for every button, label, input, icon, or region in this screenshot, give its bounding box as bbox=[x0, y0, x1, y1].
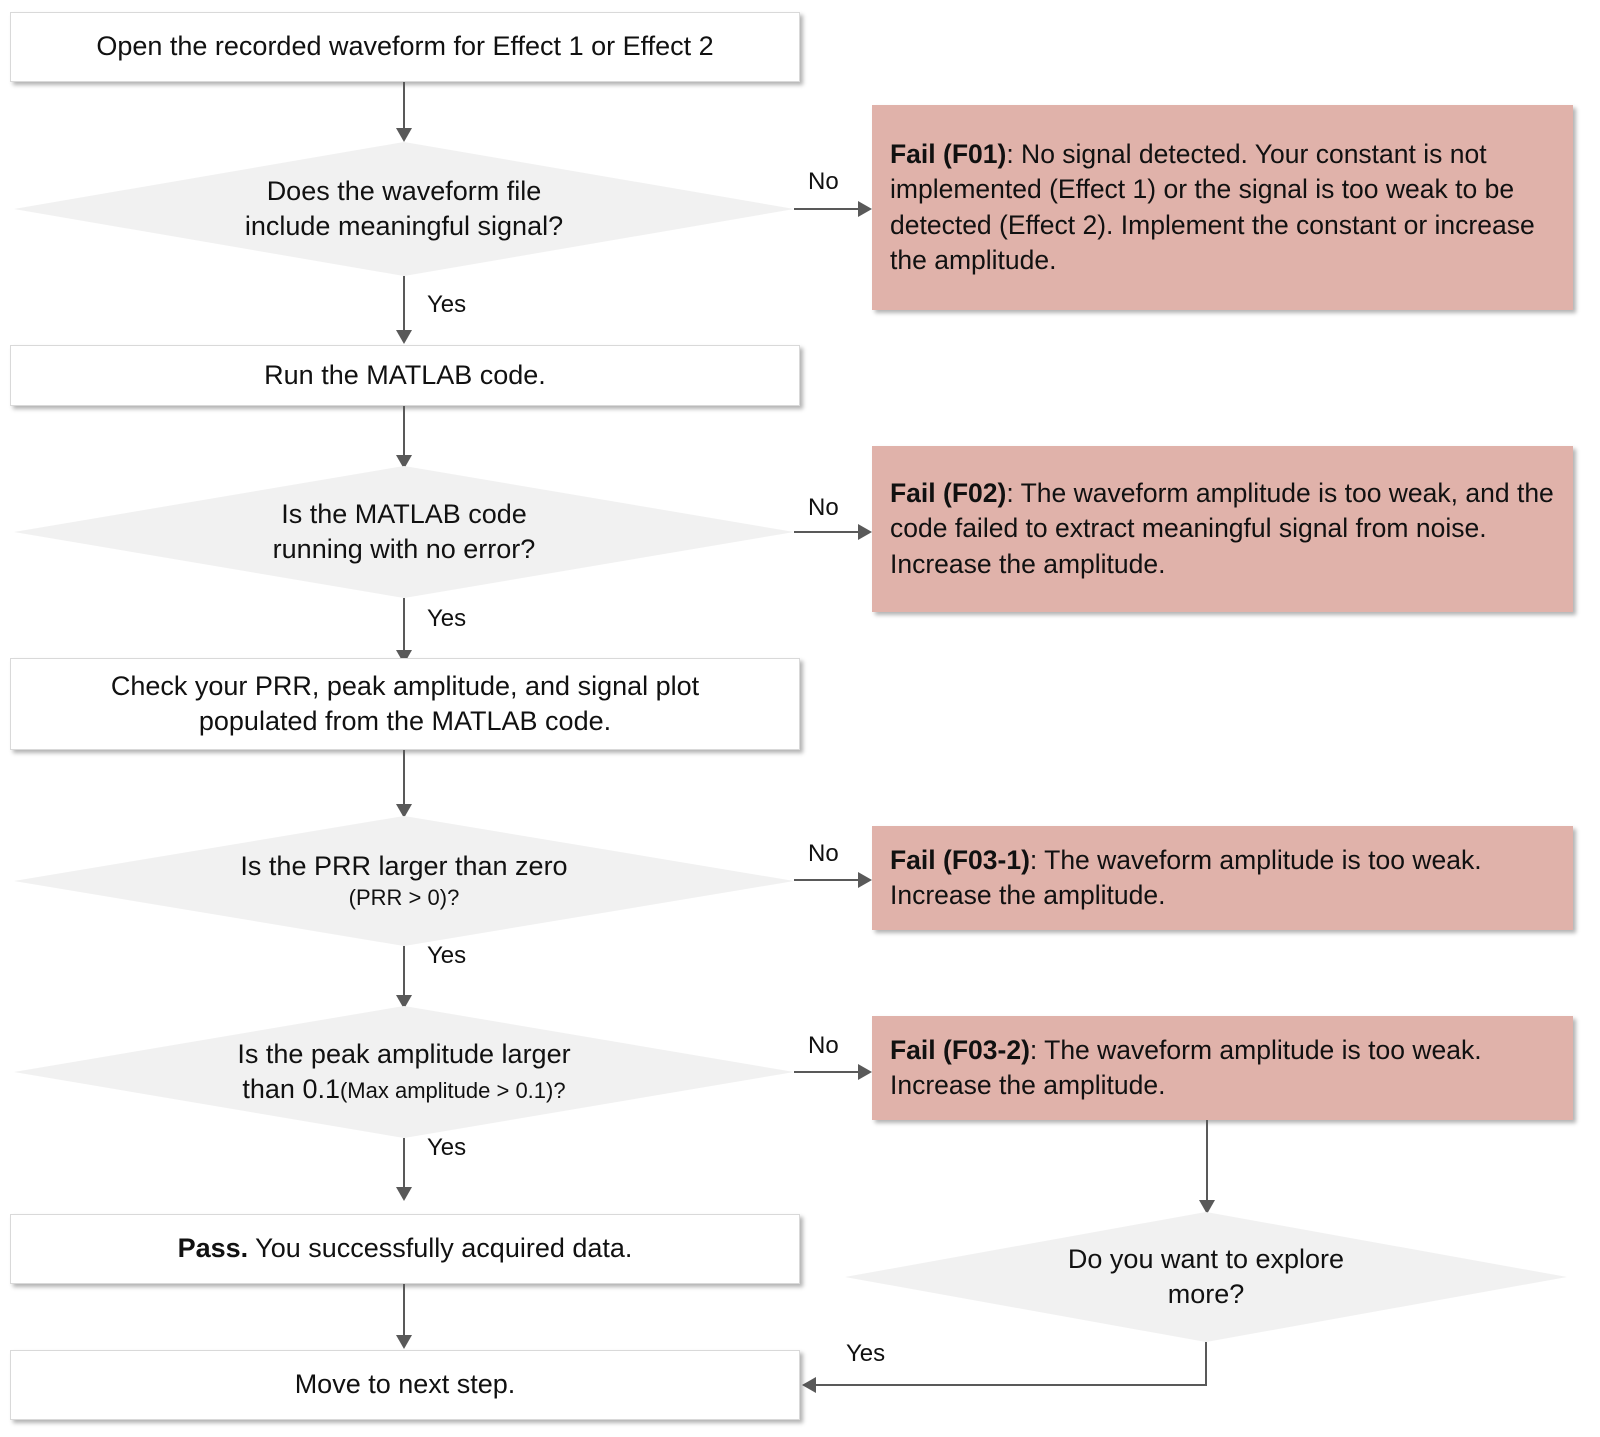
decision-prr-greater-than-zero[interactable]: Is the PRR larger than zero (PRR > 0)? bbox=[14, 816, 794, 946]
node-open-waveform-label: Open the recorded waveform for Effect 1 … bbox=[96, 31, 714, 62]
node-pass-bold: Pass. bbox=[177, 1233, 249, 1264]
arrow-d4-to-f032 bbox=[858, 1064, 872, 1080]
arrow-d2-to-f02 bbox=[858, 524, 872, 540]
decision-meaningful-signal[interactable]: Does the waveform file include meaningfu… bbox=[14, 142, 794, 276]
decision-line-2: more? bbox=[1167, 1279, 1245, 1309]
decision-line-1: Is the MATLAB code bbox=[281, 498, 527, 529]
decision-explore-more[interactable]: Do you want to explore more? bbox=[845, 1212, 1567, 1342]
edge-label-yes-1: Yes bbox=[427, 291, 467, 318]
decision-line-1: Do you want to explore bbox=[1067, 1243, 1345, 1274]
edge-label-yes-5: Yes bbox=[846, 1340, 886, 1367]
arrow-f032-to-d5 bbox=[1199, 1200, 1215, 1214]
decision-peak-amplitude-text: Is the peak amplitude larger than 0.1(Ma… bbox=[237, 1037, 570, 1107]
arrow-d1-to-f01 bbox=[858, 201, 872, 217]
connector-check-to-d3 bbox=[403, 750, 405, 806]
fail-f03-2-code: Fail (F03-2) bbox=[890, 1034, 1030, 1065]
arrow-d1-to-run bbox=[396, 330, 412, 344]
decision-explore-more-text: Do you want to explore more? bbox=[1068, 1242, 1344, 1312]
node-open-waveform[interactable]: Open the recorded waveform for Effect 1 … bbox=[10, 12, 800, 82]
node-move-next-step[interactable]: Move to next step. bbox=[10, 1350, 800, 1420]
arrow-run-to-d2 bbox=[396, 455, 412, 469]
connector-d2-to-check bbox=[403, 598, 405, 652]
arrow-check-to-d3 bbox=[396, 804, 412, 818]
fail-f03-2-message: : The waveform amplitude is too weak. In… bbox=[890, 1034, 1482, 1100]
arrow-d5-to-next bbox=[802, 1377, 816, 1393]
fail-f02-code: Fail (F02) bbox=[890, 478, 1007, 509]
fail-f01: Fail (F01): No signal detected. Your con… bbox=[872, 105, 1573, 310]
decision-meaningful-signal-text: Does the waveform file include meaningfu… bbox=[245, 174, 563, 244]
decision-line-1: Does the waveform file bbox=[266, 175, 542, 206]
decision-line-2: running with no error? bbox=[272, 534, 536, 564]
decision-line-1: Is the peak amplitude larger bbox=[237, 1038, 571, 1069]
decision-matlab-no-error[interactable]: Is the MATLAB code running with no error… bbox=[14, 466, 794, 598]
connector-start-to-d1 bbox=[403, 82, 405, 132]
fail-f03-1-code: Fail (F03-1) bbox=[890, 844, 1030, 875]
fail-f03-1-message: : The waveform amplitude is too weak. In… bbox=[890, 844, 1482, 910]
fail-f02-message: : The waveform amplitude is too weak, an… bbox=[890, 478, 1554, 579]
connector-d5-down bbox=[1205, 1342, 1207, 1386]
edge-label-no-1: No bbox=[808, 168, 839, 195]
node-check-results[interactable]: Check your PRR, peak amplitude, and sign… bbox=[10, 658, 800, 750]
decision-line-2: include meaningful signal? bbox=[244, 211, 564, 241]
arrow-start-to-d1 bbox=[396, 128, 412, 142]
fail-f02-text: Fail (F02): The waveform amplitude is to… bbox=[890, 476, 1557, 582]
fail-f03-2-text: Fail (F03-2): The waveform amplitude is … bbox=[890, 1033, 1557, 1103]
edge-label-no-2: No bbox=[808, 494, 839, 521]
connector-d2-to-f02 bbox=[794, 531, 860, 533]
edge-label-yes-3: Yes bbox=[427, 942, 467, 969]
edge-label-yes-4: Yes bbox=[427, 1134, 467, 1161]
node-pass-rest: You successfully acquired data. bbox=[248, 1233, 633, 1264]
arrow-d3-to-f031 bbox=[858, 872, 872, 888]
connector-d3-to-f031 bbox=[794, 879, 860, 881]
node-check-line-2: populated from the MATLAB code. bbox=[198, 706, 612, 736]
connector-d4-to-pass bbox=[403, 1138, 405, 1190]
fail-f01-code: Fail (F01) bbox=[890, 139, 1007, 170]
node-check-results-text: Check your PRR, peak amplitude, and sign… bbox=[111, 669, 699, 739]
decision-peak-amplitude[interactable]: Is the peak amplitude larger than 0.1(Ma… bbox=[14, 1006, 794, 1138]
node-run-matlab[interactable]: Run the MATLAB code. bbox=[10, 345, 800, 406]
decision-line-2-main: than 0.1 bbox=[242, 1074, 340, 1104]
connector-d5-to-next bbox=[816, 1384, 1206, 1386]
node-run-matlab-label: Run the MATLAB code. bbox=[264, 359, 546, 390]
decision-prr-text: Is the PRR larger than zero (PRR > 0)? bbox=[240, 849, 567, 913]
connector-d1-to-f01 bbox=[794, 208, 860, 210]
decision-line-2: (PRR > 0)? bbox=[348, 885, 460, 911]
fail-f01-text: Fail (F01): No signal detected. Your con… bbox=[890, 137, 1557, 278]
decision-line-2: than 0.1(Max amplitude > 0.1)? bbox=[237, 1072, 570, 1107]
fail-f03-1: Fail (F03-1): The waveform amplitude is … bbox=[872, 826, 1573, 930]
decision-line-1: Is the PRR larger than zero bbox=[240, 851, 568, 882]
decision-line-2-sub: (Max amplitude > 0.1)? bbox=[339, 1078, 566, 1103]
arrow-d4-to-pass bbox=[396, 1187, 412, 1201]
connector-f032-to-d5 bbox=[1206, 1120, 1208, 1204]
fail-f02: Fail (F02): The waveform amplitude is to… bbox=[872, 446, 1573, 612]
decision-matlab-no-error-text: Is the MATLAB code running with no error… bbox=[273, 497, 536, 567]
fail-f03-2: Fail (F03-2): The waveform amplitude is … bbox=[872, 1016, 1573, 1120]
arrow-d3-to-d4 bbox=[396, 995, 412, 1009]
fail-f01-message: : No signal detected. Your constant is n… bbox=[890, 139, 1535, 275]
connector-d1-to-run bbox=[403, 276, 405, 332]
node-check-line-1: Check your PRR, peak amplitude, and sign… bbox=[110, 670, 700, 701]
edge-label-no-3: No bbox=[808, 840, 839, 867]
node-pass-text: Pass. You successfully acquired data. bbox=[178, 1231, 633, 1266]
connector-d4-to-f032 bbox=[794, 1071, 860, 1073]
connector-pass-to-next bbox=[403, 1284, 405, 1338]
connector-run-to-d2 bbox=[403, 406, 405, 458]
fail-f03-1-text: Fail (F03-1): The waveform amplitude is … bbox=[890, 843, 1557, 913]
node-move-next-step-label: Move to next step. bbox=[294, 1369, 516, 1400]
edge-label-yes-2: Yes bbox=[427, 605, 467, 632]
arrow-pass-to-next bbox=[396, 1335, 412, 1349]
connector-d3-to-d4 bbox=[403, 946, 405, 998]
node-pass[interactable]: Pass. You successfully acquired data. bbox=[10, 1214, 800, 1284]
edge-label-no-4: No bbox=[808, 1032, 839, 1059]
